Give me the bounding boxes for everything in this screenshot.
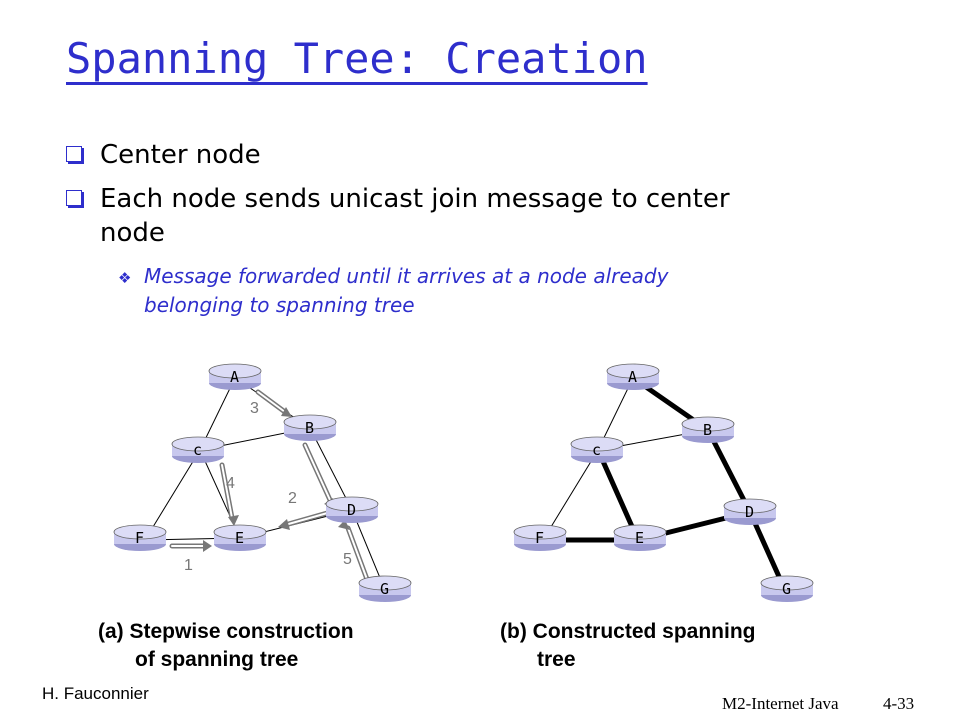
caption-a-line2: of spanning tree (135, 648, 299, 671)
router-b-c: c (570, 436, 624, 463)
link-c-f (144, 449, 201, 541)
arrowhead-2 (278, 519, 290, 530)
node-label: E (235, 529, 244, 547)
node-label: c (592, 441, 601, 459)
sub-bullet-line2: belonging to spanning tree (144, 293, 415, 317)
bullet-text: Each node sends unicast join message to … (100, 184, 730, 214)
join-step-arrows (169, 389, 371, 585)
tree-edges (540, 375, 788, 593)
bullet-text-cont: node (100, 218, 165, 248)
node-label: B (703, 421, 712, 439)
router-b-G: G (760, 575, 814, 602)
node-label: F (535, 529, 544, 547)
arrowhead-5 (338, 520, 350, 530)
node-label: D (745, 503, 754, 521)
step-label-3: 3 (250, 400, 259, 417)
router-b-A: A (606, 363, 660, 390)
sub-bullet-forwarded: ❖ Message forwarded until it arrives at … (118, 262, 669, 320)
bullet-center-node: Center node (66, 138, 261, 172)
router-b-D: D (723, 498, 777, 525)
step-label-5: 5 (343, 551, 352, 568)
node-label: c (193, 441, 202, 459)
diagram-b: A B c D F E G (513, 363, 814, 602)
router-b-E: E (613, 524, 667, 551)
caption-a-line1: (a) Stepwise construction (98, 620, 354, 643)
router-a-B: B (283, 414, 337, 441)
bullet-text: Center node (100, 140, 261, 170)
diagram-a: 1 2 3 4 5 A B c D F E G (113, 363, 412, 602)
tree-edge-b-d (705, 427, 753, 515)
node-label: F (135, 529, 144, 547)
router-b-F: F (513, 524, 567, 551)
node-label: D (347, 501, 356, 519)
step-label-1: 1 (184, 557, 193, 574)
caption-b-line1: (b) Constructed spanning (500, 620, 756, 643)
sub-bullet-line1: Message forwarded until it arrives at a … (144, 264, 669, 288)
node-label: A (230, 368, 239, 386)
footer-page-number: 4-33 (883, 694, 915, 713)
router-a-D: D (325, 496, 379, 523)
checkbox-bullet-icon (66, 190, 82, 206)
checkbox-bullet-icon (66, 146, 82, 162)
link-c-f (542, 449, 599, 541)
caption-a: (a) Stepwise construction of spanning tr… (98, 618, 354, 674)
slide-title: Spanning Tree: Creation (66, 34, 648, 83)
arrowhead-1 (203, 540, 212, 552)
node-label: G (380, 580, 389, 598)
arrowhead-3 (281, 407, 292, 417)
footer-author: H. Fauconnier (42, 684, 149, 703)
node-label: A (628, 368, 637, 386)
node-label: B (305, 419, 314, 437)
node-label: G (782, 580, 791, 598)
node-label: E (635, 529, 644, 547)
router-b-B: B (681, 416, 735, 443)
step-label-4: 4 (226, 475, 235, 492)
router-a-F: F (113, 524, 167, 551)
footer-course: M2-Internet Java (722, 694, 839, 713)
router-a-E: E (213, 524, 267, 551)
bullet-join-message: Each node sends unicast join message to … (66, 182, 730, 250)
router-a-G: G (358, 575, 412, 602)
link-b-d (309, 427, 353, 511)
arrowhead-4 (228, 515, 239, 526)
diamond-bullet-icon: ❖ (118, 269, 132, 287)
caption-b-line2: tree (537, 648, 576, 671)
caption-b: (b) Constructed spanning tree (500, 618, 756, 674)
step-label-2: 2 (288, 490, 297, 507)
router-a-A: A (208, 363, 262, 390)
router-a-c: c (171, 436, 225, 463)
